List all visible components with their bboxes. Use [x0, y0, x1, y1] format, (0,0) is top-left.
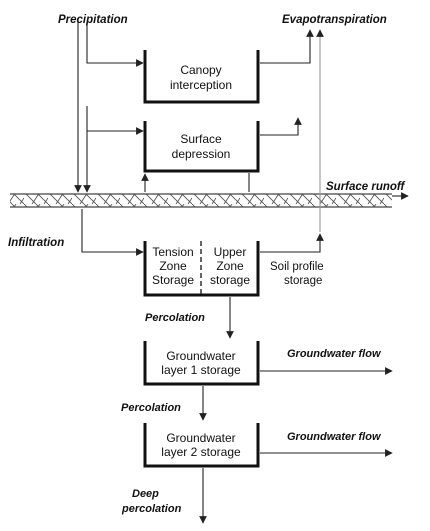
arrow-precip-canopy [86, 22, 144, 67]
gw1-label-1: Groundwater [166, 349, 235, 363]
precipitation-label: Precipitation [58, 14, 128, 26]
tension-zone-label-2: Zone [159, 259, 187, 273]
infiltration-label: Infiltration [8, 237, 64, 249]
upper-zone-label-3: storage [210, 273, 250, 287]
upper-zone-label-1: Upper [214, 245, 247, 259]
gw2-box [143, 423, 260, 468]
tension-zone-label-3: Storage [152, 273, 194, 287]
gw1-box [143, 341, 260, 386]
surface-depression-box [143, 121, 260, 173]
deep-percolation-label-2: percolation [121, 503, 182, 515]
depression-label-1: Surface [180, 132, 222, 146]
gw2-label-2: layer 2 storage [161, 445, 241, 459]
surface-runoff-label: Surface runoff [326, 181, 406, 193]
deep-percolation-label-1: Deep [132, 488, 159, 500]
arrow-depression-evap [260, 117, 302, 136]
percolation-label-2: Percolation [121, 402, 181, 414]
evapotranspiration-label: Evapotranspiration [282, 14, 387, 26]
soil-profile-box [143, 241, 260, 297]
arrow-infiltration [81, 209, 144, 256]
soil-profile-label-1: Soil profile [270, 261, 324, 273]
soil-profile-label-2: storage [284, 275, 322, 287]
canopy-box [143, 50, 260, 104]
ground-surface [10, 193, 392, 208]
arrow-canopy-evap [260, 29, 314, 64]
groundwater-flow-label-2: Groundwater flow [287, 431, 382, 443]
canopy-label-2: interception [170, 78, 232, 92]
tension-zone-label-1: Tension [152, 245, 193, 259]
canopy-label-1: Canopy [180, 63, 221, 77]
depression-label-2: depression [172, 147, 231, 161]
gw2-label-1: Groundwater [166, 431, 235, 445]
groundwater-flow-label-1: Groundwater flow [287, 348, 382, 360]
upper-zone-label-2: Zone [216, 259, 244, 273]
arrow-soil-right [260, 233, 324, 253]
percolation-label-1: Percolation [145, 312, 205, 324]
gw1-label-2: layer 1 storage [161, 363, 241, 377]
